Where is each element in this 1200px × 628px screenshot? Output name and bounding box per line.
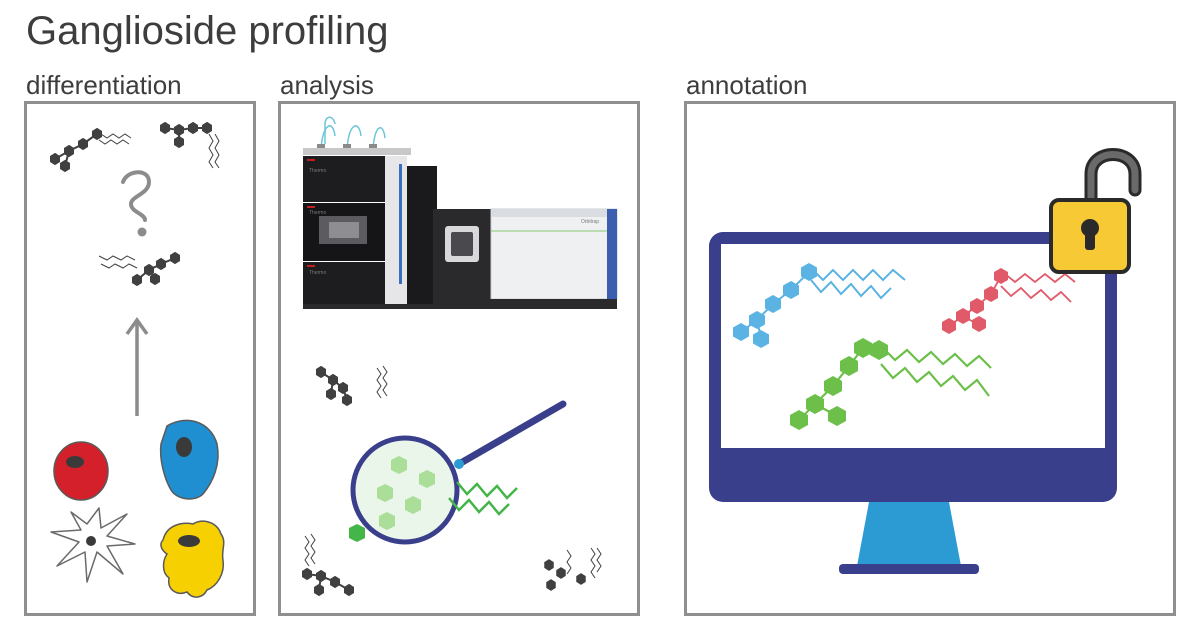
ganglioside-molecule-4 [316, 365, 352, 407]
yellow-cell [160, 520, 225, 598]
page-title: Ganglioside profiling [26, 9, 389, 53]
magnifier-icon [349, 400, 567, 545]
ganglioside-molecule-5 [302, 533, 354, 597]
instrument-brand-3: Thermo [309, 270, 326, 276]
analysis-panel: Thermo Thermo Thermo Orbitrap [278, 101, 640, 616]
analysis-illustration: Thermo Thermo Thermo Orbitrap [302, 116, 618, 597]
padlock-open-icon [1049, 148, 1142, 274]
ganglioside-red [942, 268, 1076, 334]
ganglioside-green [790, 338, 992, 430]
panel-label-annotation: annotation [686, 70, 808, 100]
differentiation-illustration [50, 121, 225, 598]
panel-label-differentiation: differentiation [26, 70, 182, 100]
fatty-chains-1 [376, 365, 388, 399]
mass-spectrometer: Orbitrap [433, 208, 618, 309]
differentiation-panel [24, 101, 256, 616]
instrument-brand-2: Thermo [309, 210, 326, 216]
red-cell [53, 441, 109, 501]
up-arrow-icon [125, 316, 149, 416]
ganglioside-blue [733, 263, 906, 348]
annotation-panel [684, 101, 1176, 616]
annotation-illustration [709, 148, 1142, 574]
ganglioside-molecule-3 [98, 251, 180, 287]
dendritic-cell [50, 507, 136, 583]
instrument-brand-4: Orbitrap [581, 219, 599, 225]
panel-label-analysis: analysis [280, 70, 374, 100]
ganglioside-molecule-1 [50, 127, 132, 173]
ganglioside-molecule-6 [544, 547, 602, 591]
hplc-instrument: Thermo Thermo Thermo [303, 148, 437, 309]
question-mark-icon [121, 170, 152, 237]
monitor-icon [709, 232, 1117, 574]
instrument-brand-1: Thermo [309, 168, 326, 174]
ganglioside-molecule-2 [160, 121, 220, 169]
blue-cell [159, 419, 219, 500]
